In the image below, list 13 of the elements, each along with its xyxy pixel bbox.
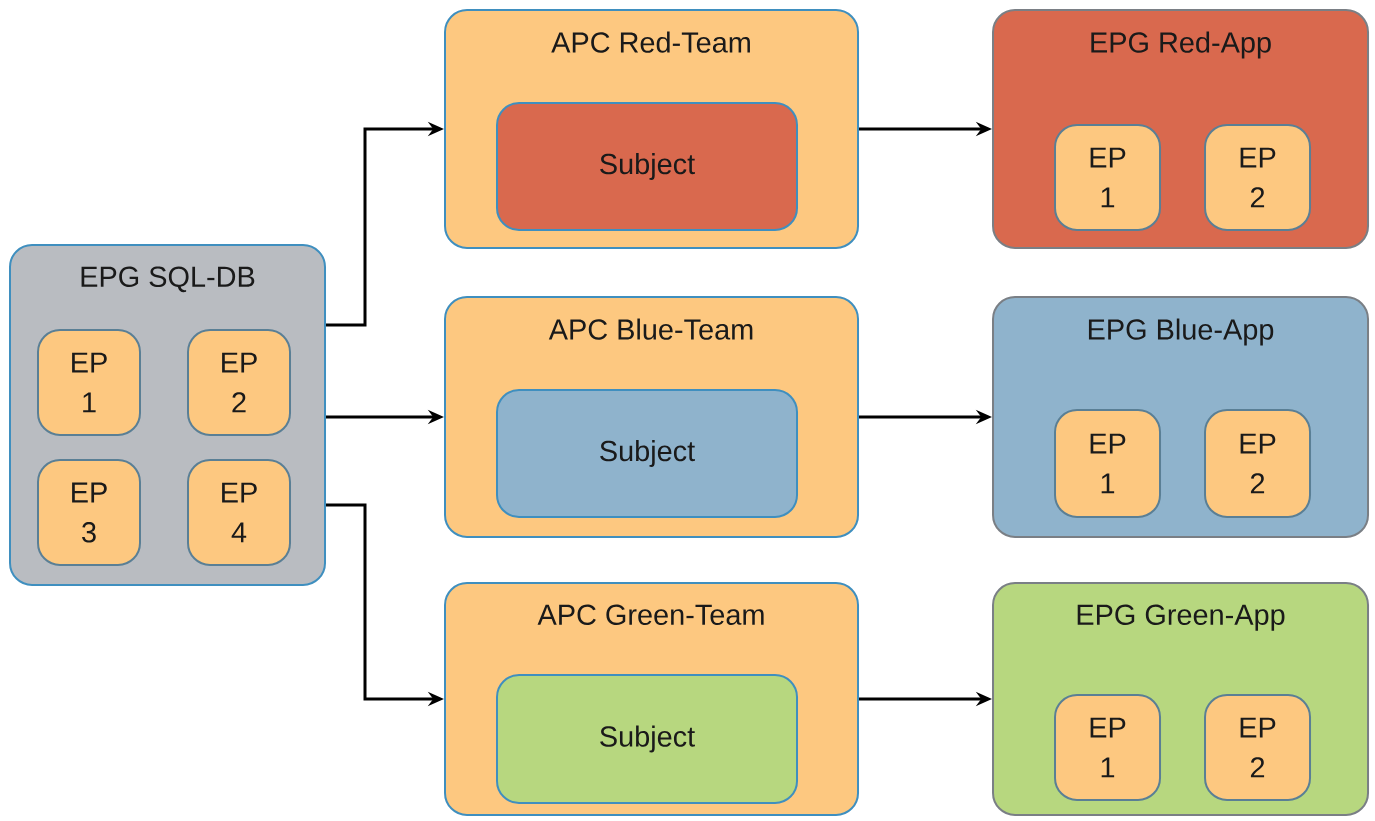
endpoint-box: EP 4 — [187, 459, 291, 566]
endpoint-box: EP 1 — [37, 329, 141, 436]
endpoint-box: EP 2 — [187, 329, 291, 436]
endpoint-box: EP 1 — [1054, 124, 1161, 231]
endpoint-box: EP 1 — [1054, 694, 1161, 801]
subject-box: Subject — [496, 389, 798, 518]
endpoint-box: EP 2 — [1204, 124, 1311, 231]
endpoint-box: EP 1 — [1054, 409, 1161, 518]
subject-box: Subject — [496, 102, 798, 231]
subject-box: Subject — [496, 674, 798, 804]
endpoint-box: EP 2 — [1204, 694, 1311, 801]
endpoint-box: EP 2 — [1204, 409, 1311, 518]
endpoint-box: EP 3 — [37, 459, 141, 566]
